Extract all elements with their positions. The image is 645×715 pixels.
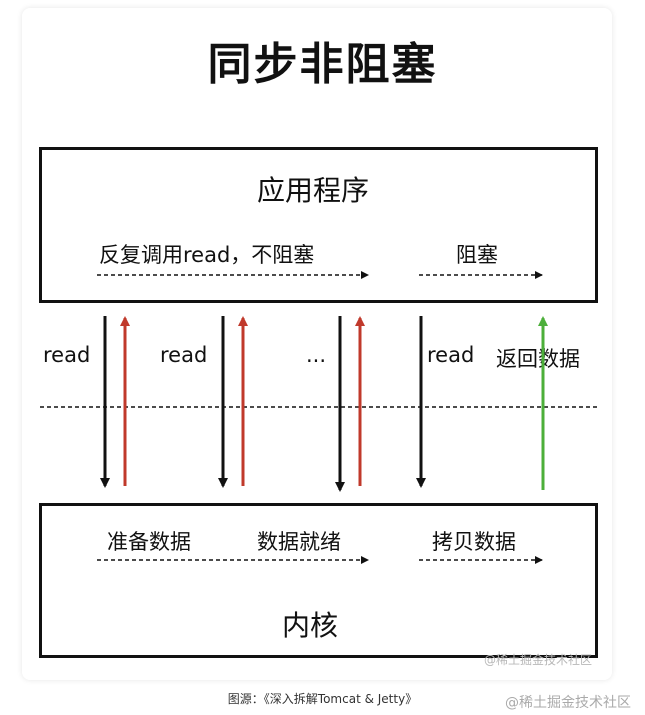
return-data-label: 返回数据 bbox=[496, 347, 580, 371]
data-ready-label: 数据就绪 bbox=[257, 530, 341, 554]
ellipsis-label: ... bbox=[306, 343, 327, 367]
kernel-box: 内核 bbox=[39, 503, 598, 658]
repeat-call-label: 反复调用read，不阻塞 bbox=[99, 243, 315, 267]
block-label: 阻塞 bbox=[456, 243, 498, 267]
figure-caption: 图源：《深入拆解Tomcat & Jetty》 bbox=[227, 692, 418, 706]
read-label-1: read bbox=[43, 343, 91, 367]
watermark-inner: @稀土掘金技术社区 bbox=[484, 653, 593, 667]
read-label-2: read bbox=[160, 343, 208, 367]
application-title: 应用程序 bbox=[257, 174, 370, 207]
prepare-data-label: 准备数据 bbox=[107, 530, 191, 554]
application-box: 应用程序 bbox=[39, 147, 598, 303]
kernel-title: 内核 bbox=[282, 609, 339, 642]
read-label-3: read bbox=[427, 343, 475, 367]
copy-data-label: 拷贝数据 bbox=[432, 530, 516, 554]
diagram-title: 同步非阻塞 bbox=[207, 39, 438, 90]
watermark-outer: @稀土掘金技术社区 bbox=[505, 695, 631, 711]
